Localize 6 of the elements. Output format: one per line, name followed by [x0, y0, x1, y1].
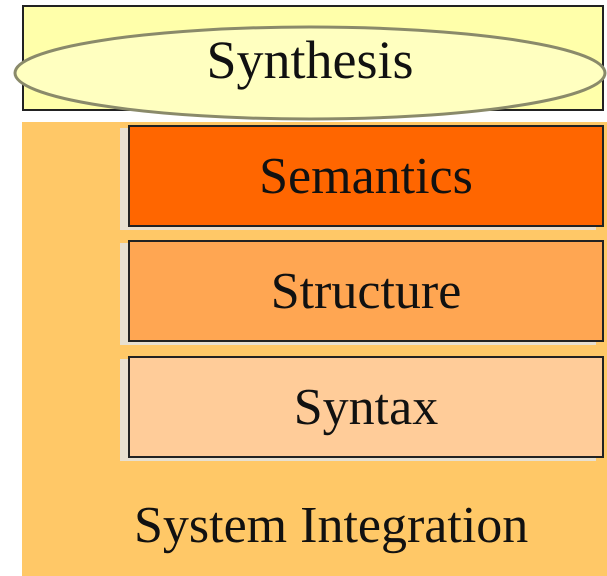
layer-label: Syntax — [292, 382, 440, 434]
layer-label: Semantics — [258, 151, 474, 203]
layer-panel — [22, 122, 607, 576]
highlighted-layer-drawing — [12, 5, 607, 121]
layer-label: System Integration — [134, 500, 528, 552]
layer-label: Structure — [270, 266, 462, 318]
